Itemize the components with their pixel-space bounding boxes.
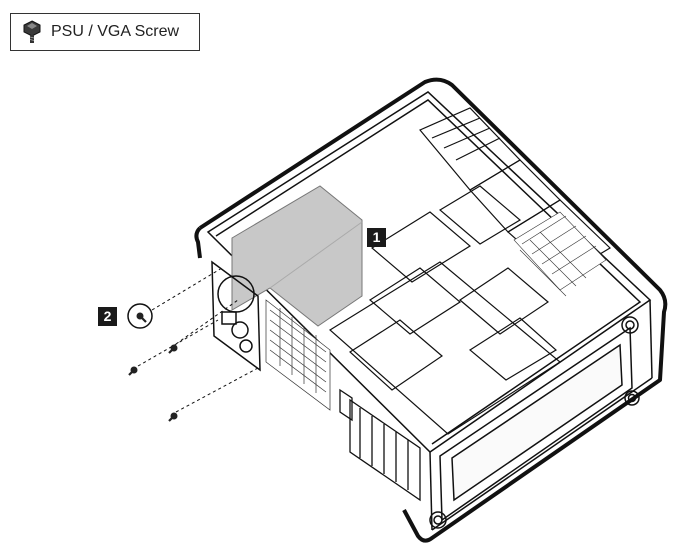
right-vent-mesh: [513, 211, 607, 297]
rear-vent-mesh: [265, 299, 331, 411]
step-1-badge: 1: [367, 228, 386, 247]
legend-label: PSU / VGA Screw: [51, 23, 180, 40]
screw-legend: PSU / VGA Screw: [10, 13, 200, 51]
case-outer-outline: [194, 77, 668, 543]
expansion-slots: [339, 388, 421, 502]
screw-1: [127, 303, 153, 329]
screw-icon: [23, 20, 41, 43]
motherboard-tray: [328, 185, 562, 435]
screw-3: [128, 366, 138, 376]
screw-guide-lines: [137, 267, 259, 413]
power-supply-unit: [231, 185, 363, 327]
step-2-badge: 2: [98, 307, 117, 326]
case-inner-frame: [206, 91, 653, 531]
screw-4: [168, 412, 178, 422]
screw-2: [168, 344, 178, 354]
psu-rear-panel: [211, 260, 261, 372]
side-panel: [429, 316, 640, 529]
